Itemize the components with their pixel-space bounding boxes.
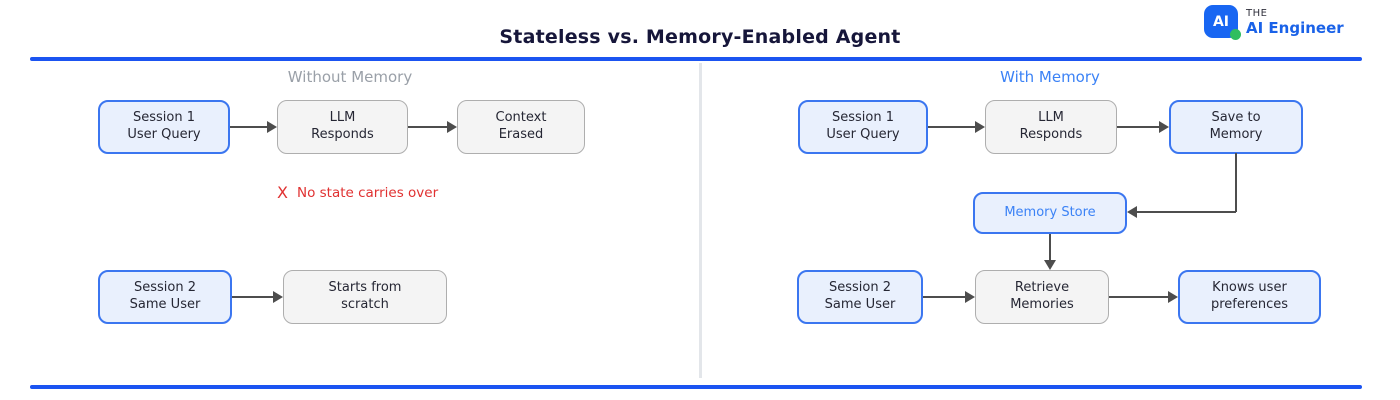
heading-with-memory: With Memory	[1000, 68, 1100, 86]
node-right-session2: Session 2 Same User	[797, 270, 923, 324]
arrowhead-right-icon	[273, 291, 283, 303]
node-left-starts-from-scratch: Starts from scratch	[283, 270, 447, 324]
node-right-knows-user-preferences: Knows user preferences	[1178, 270, 1321, 324]
green-dot-icon	[1230, 29, 1241, 40]
bottom-rule	[30, 385, 1362, 389]
arrowhead-right-icon	[965, 291, 975, 303]
arrow-right-session1-to-llm	[928, 126, 976, 128]
arrowhead-left-icon	[1127, 206, 1137, 218]
connector-save-to-store-vertical	[1235, 153, 1237, 212]
brand-text: THE AI Engineer	[1246, 5, 1344, 37]
arrow-left-session2-to-scratch	[232, 296, 274, 298]
ai-badge-text: AI	[1212, 13, 1230, 30]
connector-store-to-retrieve	[1049, 234, 1051, 261]
ai-badge-icon: AI	[1204, 5, 1241, 40]
node-right-retrieve-memories: Retrieve Memories	[975, 270, 1109, 324]
arrowhead-right-icon	[1168, 291, 1178, 303]
arrowhead-right-icon	[1159, 121, 1169, 133]
node-left-session1: Session 1 User Query	[98, 100, 230, 154]
arrowhead-right-icon	[447, 121, 457, 133]
arrow-left-session1-to-llm	[230, 126, 268, 128]
arrowhead-right-icon	[975, 121, 985, 133]
brand-name: AI Engineer	[1246, 19, 1344, 37]
node-right-llm-responds: LLM Responds	[985, 100, 1117, 154]
node-left-context-erased: Context Erased	[457, 100, 585, 154]
arrow-left-llm-to-context	[408, 126, 448, 128]
arrow-right-retrieve-to-knows	[1109, 296, 1169, 298]
heading-without-memory: Without Memory	[287, 68, 413, 86]
node-right-memory-store: Memory Store	[973, 192, 1127, 234]
brand-logo: AI THE AI Engineer	[1204, 5, 1344, 40]
connector-save-to-store-horizontal	[1136, 211, 1236, 213]
brand-the: THE	[1246, 8, 1268, 19]
top-rule	[30, 57, 1362, 61]
page-title: Stateless vs. Memory-Enabled Agent	[499, 26, 901, 48]
node-right-session1: Session 1 User Query	[798, 100, 928, 154]
no-state-annotation-text: No state carries over	[296, 185, 439, 201]
arrowhead-right-icon	[267, 121, 277, 133]
arrow-right-session2-to-retrieve	[923, 296, 966, 298]
node-left-session2: Session 2 Same User	[98, 270, 232, 324]
panel-divider	[699, 63, 702, 378]
node-left-llm-responds: LLM Responds	[277, 100, 408, 154]
arrow-right-llm-to-save	[1117, 126, 1160, 128]
x-mark-icon: X	[277, 183, 288, 202]
node-right-save-to-memory: Save to Memory	[1169, 100, 1303, 154]
arrowhead-down-icon	[1044, 260, 1056, 270]
no-state-annotation: X No state carries over	[277, 183, 439, 202]
